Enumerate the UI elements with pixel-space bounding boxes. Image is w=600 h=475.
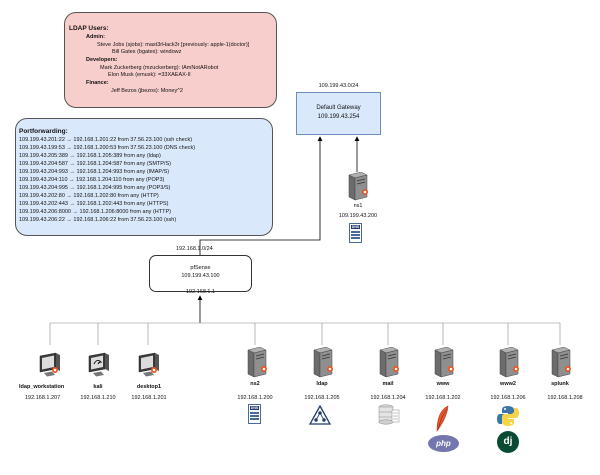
ns1-name: ns1	[353, 203, 363, 209]
host-ip: 192.168.1.202	[425, 395, 461, 401]
python-icon	[497, 405, 519, 432]
portforward-rule: 109.199.43.201:22 → 192.168.1.201:22 fro…	[19, 137, 193, 143]
mail-server-icon[interactable]	[377, 346, 401, 384]
portforward-rule: 109.199.43.204:587 → 192.168.1.204:587 f…	[19, 161, 171, 167]
host-name: ldap	[316, 381, 328, 387]
gateway-ip: 109.199.43.254	[317, 114, 360, 120]
desktop1-workstation-icon[interactable]	[137, 352, 163, 385]
host-ip: 192.168.1.210	[80, 395, 116, 401]
ns2-server-icon[interactable]	[245, 346, 269, 384]
gateway-network-label: 109.199.43.0/24	[318, 83, 359, 89]
host-ip: 192.168.1.206	[490, 395, 526, 401]
host-name: ldap_workstation	[19, 384, 65, 390]
host-ip: 192.168.1.200	[237, 395, 273, 401]
ldap-users-note	[64, 12, 277, 108]
pfsense-name: pfSense	[190, 265, 211, 271]
php-logo: php	[428, 435, 459, 452]
portforward-rule: 109.199.43.204:110 → 192.168.1.204:110 f…	[19, 177, 165, 183]
host-name: www2	[500, 381, 516, 387]
ldap-workstation-icon[interactable]	[38, 352, 64, 385]
portforward-rule: 109.199.43.205:389 → 192.168.1.205:389 f…	[19, 153, 161, 159]
host-name: ns2	[250, 381, 260, 387]
pfsense-wan-ip: 109.199.43.100	[181, 273, 220, 279]
pfsense-lan-ip: 192.168.1.1	[186, 289, 216, 295]
ldap-group-label: Admin:	[86, 34, 105, 40]
www2-server-icon[interactable]	[497, 346, 521, 384]
portforward-rule: 109.199.43.199:53 → 192.168.1.200:53 fro…	[19, 145, 196, 151]
portforwarding-note	[15, 118, 273, 236]
host-name: mail	[382, 381, 394, 387]
portforward-rule: 109.199.43.206:22 → 192.168.1.206:22 fro…	[19, 217, 177, 223]
portforward-rule: 109.199.43.202:80 → 192.168.1.202:80 fro…	[19, 193, 159, 199]
www-server-icon[interactable]	[432, 346, 456, 384]
host-ip: 192.168.1.208	[547, 395, 583, 401]
host-name: kali	[93, 384, 103, 390]
host-ip: 192.168.1.207	[25, 395, 61, 401]
ldap-user-entry: Jeff Bezos (jbezos): Money^2	[111, 88, 183, 94]
portforward-rule: 109.199.43.204:993 → 192.168.1.204:993 f…	[19, 169, 170, 175]
kali-workstation-icon[interactable]	[87, 352, 113, 385]
portforward-rule: 109.199.43.202:443 → 192.168.1.202:443 f…	[19, 201, 169, 207]
ldap-directory-icon	[308, 404, 332, 430]
dns-icon: DNS	[248, 404, 261, 424]
host-ip: 192.168.1.204	[370, 395, 406, 401]
ldap-user-entry: Steve Jobs (sjobs): mast3rHack3r [previo…	[97, 42, 250, 48]
ldap-user-entry: Mark Zuckerberg (mzuckerberg): IAmNotARo…	[100, 65, 219, 71]
ldap-user-entry: Bill Gates (bgates): windowz	[112, 49, 182, 55]
host-name: splunk	[551, 381, 569, 387]
host-name: www	[436, 381, 450, 387]
lan-network-label: 192.168.1.0/24	[176, 246, 213, 252]
portforwarding-title: Portforwarding:	[19, 128, 68, 135]
ns1-server-icon[interactable]	[346, 171, 370, 207]
ldap-group-label: Developers:	[86, 57, 118, 63]
django-logo: dj	[497, 431, 519, 453]
ldap-group-label: Finance:	[86, 80, 109, 86]
host-ip: 192.168.1.201	[131, 395, 167, 401]
portforward-rule: 109.199.43.206:8000 → 192.168.1.206:8000…	[19, 209, 171, 215]
pfsense-box[interactable]	[149, 255, 252, 292]
mail-database-icon	[377, 404, 401, 431]
dns-badge-text: DNS	[250, 406, 259, 410]
ldap-users-title: LDAP Users:	[69, 25, 109, 32]
link-pfsense-gateway	[199, 136, 323, 255]
portforward-rule: 109.199.43.204:995 → 192.168.1.204:995 f…	[19, 185, 171, 191]
host-name: desktop1	[136, 384, 162, 390]
ns1-ip: 109.199.43.200	[338, 213, 378, 219]
dns-badge-text: DNS	[351, 225, 360, 229]
default-gateway-box[interactable]	[296, 92, 381, 135]
host-ip: 192.168.1.205	[304, 395, 340, 401]
dns-icon: DNS	[349, 223, 362, 243]
ldap-user-entry: Elon Musk (emusk): =33XAEAX-II	[108, 72, 191, 78]
splunk-server-icon[interactable]	[549, 346, 573, 384]
gateway-name: Default Gateway	[316, 105, 361, 111]
feather-icon	[434, 405, 452, 438]
ldap-server-icon[interactable]	[311, 346, 335, 384]
